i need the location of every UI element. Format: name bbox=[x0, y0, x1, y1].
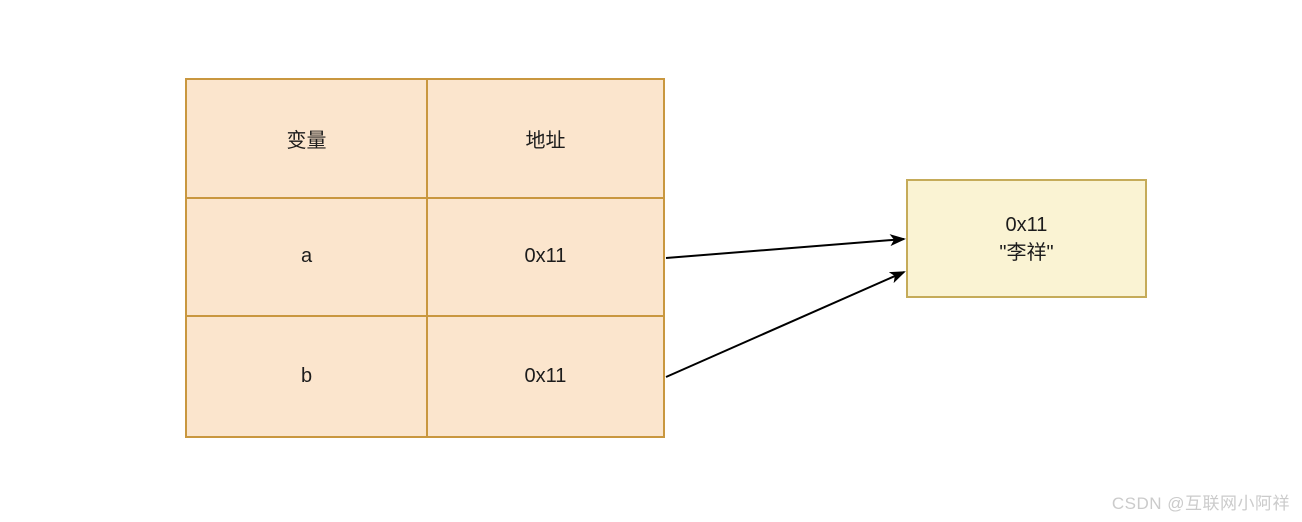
table-header-variable: 变量 bbox=[187, 80, 428, 199]
table-header-variable-label: 变量 bbox=[286, 129, 327, 152]
table-cell-address-b: 0x11 bbox=[428, 317, 663, 436]
table-cell-variable-a: a bbox=[187, 198, 428, 318]
arrow-b-to-memory-box bbox=[665, 271, 906, 378]
table-cell-address-a: 0x11 bbox=[428, 199, 663, 318]
table-header-address-label: 地址 bbox=[525, 129, 566, 152]
memory-box: 0x11 "李祥" bbox=[906, 179, 1147, 298]
variable-b-label: b bbox=[300, 365, 313, 388]
memory-box-address: 0x11 bbox=[1005, 213, 1048, 236]
memory-box-value: "李祥" bbox=[999, 241, 1054, 264]
address-a-value: 0x11 bbox=[524, 245, 567, 268]
csdn-watermark: CSDN @互联网小阿祥 bbox=[1111, 494, 1290, 513]
variable-a-label: a bbox=[300, 245, 313, 268]
address-b-value: 0x11 bbox=[524, 365, 567, 388]
table-cell-variable-b: b bbox=[187, 317, 428, 436]
variable-address-table: 变量 地址 a 0x11 b 0x11 bbox=[185, 78, 665, 438]
arrow-a-to-memory-box bbox=[665, 234, 906, 259]
table-header-address: 地址 bbox=[428, 80, 663, 199]
